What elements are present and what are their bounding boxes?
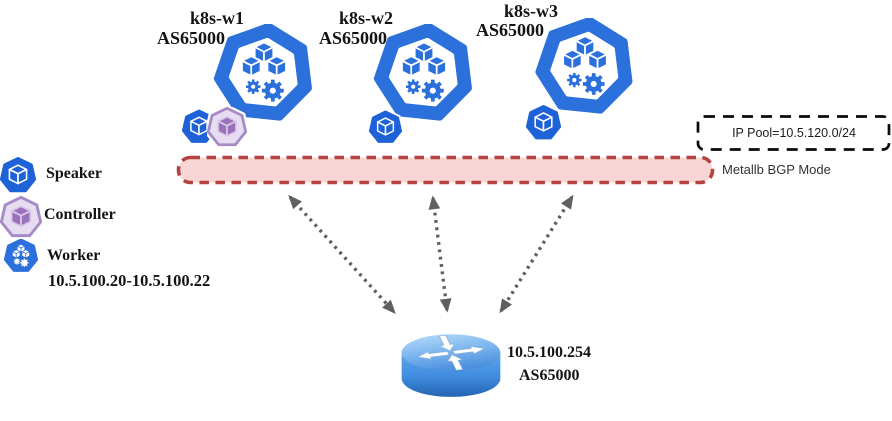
worker-ip-range-label: 10.5.100.20-10.5.100.22: [48, 271, 211, 290]
legend-speaker-label: Speaker: [46, 165, 102, 182]
node-name-label: k8s-w3: [504, 1, 559, 21]
node-name-label: k8s-w2: [339, 8, 394, 28]
node-asn-label: AS65000: [319, 28, 388, 48]
router-asn-label: AS65000: [519, 367, 580, 384]
metallb-bgp-mode-label: Metallb BGP Mode: [722, 162, 831, 177]
legend-worker-label: Worker: [47, 247, 101, 264]
node-asn-label: AS65000: [157, 28, 226, 48]
node-name-label: k8s-w1: [190, 8, 245, 28]
ip-pool-label: IP Pool=10.5.120.0/24: [732, 126, 856, 140]
bgp-peering-arrow: [499, 194, 574, 314]
legend-controller-label: Controller: [44, 206, 116, 223]
router-icon: [401, 334, 501, 397]
bgp-peering-arrow: [428, 195, 452, 313]
router-ip-label: 10.5.100.254: [507, 344, 591, 361]
metallb-bgp-bar: [176, 155, 715, 185]
bgp-peering-arrow: [288, 195, 396, 314]
ip-pool-box: [696, 115, 891, 151]
node-asn-label: AS65000: [476, 20, 545, 40]
